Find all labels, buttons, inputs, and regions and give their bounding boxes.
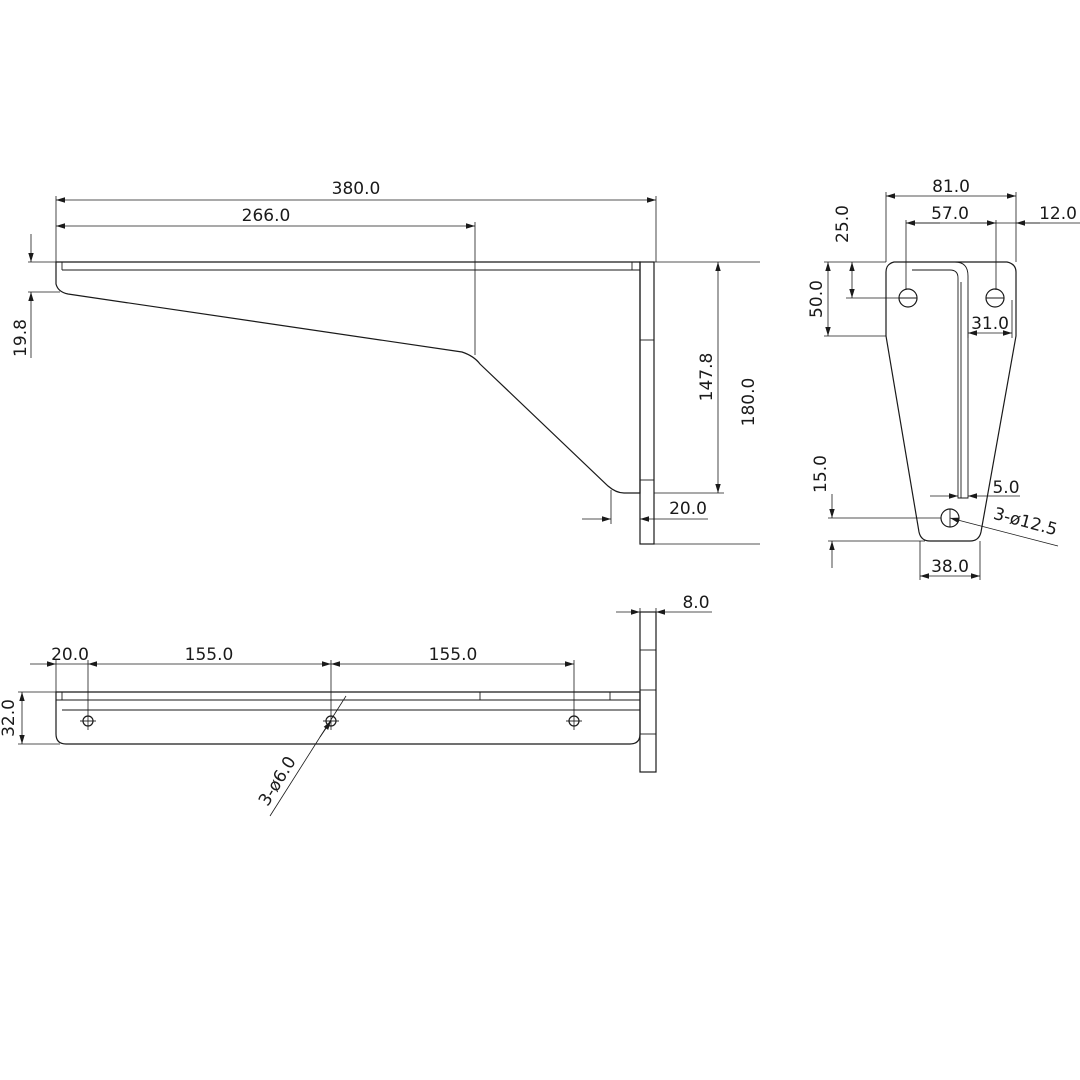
- end-view: 81.0 57.0 12.0 25.0 50.0 31.0 15.0: [807, 177, 1080, 580]
- end-view-plate-outline: [885, 261, 1017, 542]
- side-view-dim-380: 380.0: [332, 179, 381, 199]
- top-view-hole-leader: [269, 695, 347, 817]
- top-view-hole-callout: 3-ø6.0: [255, 753, 301, 810]
- end-view-dim-31: 31.0: [971, 314, 1009, 334]
- top-view: 20.0 155.0 155.0 32.0 8.0 3-ø6.0: [0, 593, 712, 817]
- top-view-back-plate: [639, 611, 657, 773]
- top-view-dim-32: 32.0: [0, 699, 19, 737]
- top-view-dim-155-b: 155.0: [429, 645, 478, 665]
- side-view-bracket-outline: [55, 261, 641, 494]
- end-view-hole-callout: 3-ø12.5: [991, 504, 1059, 540]
- end-view-dim-15: 15.0: [811, 455, 831, 493]
- end-view-dim-81: 81.0: [932, 177, 970, 197]
- end-view-dim-50: 50.0: [807, 280, 827, 318]
- end-view-dim-38: 38.0: [931, 557, 969, 577]
- side-view-back-plate: [639, 261, 655, 545]
- end-view-flange: [912, 261, 969, 499]
- end-view-hole-leader: [949, 517, 1059, 547]
- side-view: 380.0 266.0 19.8 147.8 180.0 20.0: [11, 179, 760, 545]
- top-view-dim-8: 8.0: [682, 593, 709, 613]
- end-view-dim-25: 25.0: [833, 205, 853, 243]
- top-view-hole-leader: [319, 720, 332, 738]
- top-view-dim-20: 20.0: [51, 645, 89, 665]
- side-view-dim-19-8: 19.8: [11, 319, 31, 357]
- end-view-dim-5: 5.0: [992, 478, 1019, 498]
- side-view-dim-180: 180.0: [739, 378, 759, 427]
- side-view-dim-147-8: 147.8: [697, 353, 717, 402]
- side-view-dim-266: 266.0: [242, 206, 291, 226]
- side-view-dim-20: 20.0: [669, 499, 707, 519]
- top-view-dim-155-a: 155.0: [185, 645, 234, 665]
- end-view-dim-12: 12.0: [1039, 204, 1077, 224]
- end-view-dim-57: 57.0: [931, 204, 969, 224]
